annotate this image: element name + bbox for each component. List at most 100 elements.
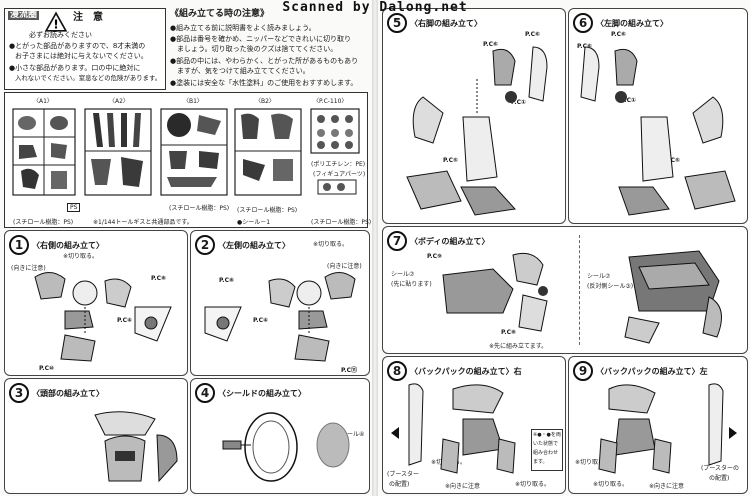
step-5-drawing [406,46,548,216]
step-7-number: 7 [387,231,407,251]
step-1-note-orient: (向きに注意) [11,265,46,272]
step-5-panel: 5 〈右脚の組み立て〉 P.C⑥ P.C⑥ P.C① P.C⑤ [382,8,566,224]
step-8-title: 〈バックパックの組み立て〉右 [410,366,522,376]
pc-material: (スチロール樹脂：PS) [311,219,372,226]
step-6-part-pc6a: P.C⑥ [611,31,627,38]
step-1-title: 〈右側の組み立て〉 [32,240,104,250]
caution-title: 注 意 [73,12,103,23]
runner-label-b1: 〈B1〉 [183,98,203,105]
step-3-title: 〈頭部の組み立て〉 [32,388,104,398]
step-8-header: 8 〈バックパックの組み立て〉右 [387,361,522,381]
left-arrow-icon [729,427,737,439]
runner-b2-drawing [234,108,302,196]
runner-label-b2: 〈B2〉 [255,98,275,105]
figure-parts-label: (フィギュアパーツ) [313,171,366,178]
step-7-header: 7 〈ボディの組み立て〉 [387,231,489,251]
right-page: 5 〈右脚の組み立て〉 P.C⑥ P.C⑥ P.C① P.C⑤ 6 〈左脚の組み… [378,0,750,496]
step-7-part-pc8: P.C⑧ [501,329,517,336]
runner-a2-drawing [84,108,152,196]
right-arrow-icon [391,427,399,439]
runner-label-pc110: 〈P.C-110〉 [313,98,348,105]
caution-stamp: 漫流圈 [8,10,40,20]
notes-line-2: ●部品は番号を確かめ、ニッパーなどできれいに切り取り [170,35,351,43]
seal-label: ●シール－1 [237,219,271,226]
step-4-panel: 4 〈シールドの組み立て〉 シール④ [190,378,370,494]
caution-line-2: お子さまには絶対に与えないでください。 [15,52,148,60]
figure-parts-drawing [317,179,357,195]
step-2-note-cut: ※切り取る。 [313,241,349,248]
step-3-number: 3 [9,383,29,403]
step-8-booster-label: (ブースター [387,471,420,478]
step-8-panel: 8 〈バックパックの組み立て〉右 (ブースター の配置) ※切り取る。 ※向きに… [382,356,566,494]
step-1-drawing [34,272,172,362]
step-8-callout-3: 組み合わせ [533,450,559,456]
step-8-booster-label-2: の配置) [389,481,410,488]
step-4-title: 〈シールドの組み立て〉 [218,388,306,398]
notes-line-4: ●部品の中には、やわらかく、とがった所があるものもあり [170,57,359,65]
step-8-orient: ※向きに注意 [445,483,481,490]
b1-material: (スチロール樹脂：PS) [169,205,230,212]
step-2-note-orient: (向きに注意) [327,263,362,270]
step-1-number: 1 [9,235,29,255]
step-1-part-pc4: P.C④ [117,317,133,324]
caution-line-1: ●とがった部品がありますので、8才未満の [9,42,146,50]
step-7-part-pc9: P.C⑨ [427,253,443,260]
runner-b1-drawing [160,108,228,196]
step-5-number: 5 [387,13,407,33]
step-5-header: 5 〈右脚の組み立て〉 [387,13,482,33]
b2-material: (スチロール樹脂：PS) [237,207,298,214]
step-2-part-pc8: P.C⑧ [219,277,235,284]
step-5-part-pc1: P.C① [511,99,527,106]
step-6-title: 〈左脚の組み立て〉 [596,18,668,28]
step-7-seal-b: シール⑦ [587,273,611,280]
step-8-callout-1: ※●・●を両 [533,432,561,438]
step-5-part-pc6a: P.C⑥ [483,41,499,48]
step-7-panel: 7 〈ボディの組み立て〉 P.C⑨ シール⑦ (先に貼ります) P.C⑧ ※先に… [382,226,748,354]
step-6-part-pc1: P.C① [621,97,637,104]
step-8-callout-4: ます。 [533,459,548,465]
step-7-title: 〈ボディの組み立て〉 [410,236,490,246]
step-4-drawing [222,412,350,482]
a2-material-note: ※1/144トールギスと共通部品です。 [93,219,193,226]
step-9-booster-label-2: の配置) [709,475,730,482]
step-8-callout: ※●・●を両 いた状態で 組み合わせ ます。 [531,429,563,471]
runner-label-a2: 〈A2〉 [109,98,129,105]
step-2-drawing [204,272,356,362]
page-gutter [372,0,378,496]
step-2-title: 〈左側の組み立て〉 [218,240,290,250]
step-9-drawing [598,383,724,474]
step-4-seal-label: シール④ [341,431,365,438]
step-9-title: 〈バックパックの組み立て〉左 [596,366,708,376]
step-2-part-pc11: P.C⑪ [341,367,357,374]
step-7-divider [579,235,581,345]
step-1-note-cut: ※切り取る。 [63,253,99,260]
a1-material: (スチロール樹脂：PS) [13,219,74,226]
notes-line-3: ましょう。切り取った後のクズは捨ててください。 [170,45,338,53]
step-4-header: 4 〈シールドの組み立て〉 [195,383,306,403]
step-9-cut-2: ※切り取る。 [593,481,629,488]
step-7-pre-assemble: ※先に組み立てます。 [489,343,548,350]
step-8-cut-2: ※切り取る。 [515,481,551,488]
warning-icon: ! [44,11,68,32]
step-1-header: 1 〈右側の組み立て〉 [9,235,104,255]
step-9-number: 9 [573,361,593,381]
notes-title: 《組み立てる時の注意》 [170,9,270,19]
step-2-header: 2 〈左側の組み立て〉 [195,235,290,255]
caution-box: 漫流圈 ! 注 意 必ずお読みください ●とがった部品がありますので、8才未満の… [4,8,166,90]
svg-text:!: ! [53,18,59,32]
step-7-drawing-left [442,252,548,332]
step-2-part-pc4: P.C④ [253,317,269,324]
step-2-number: 2 [195,235,215,255]
notes-line-5: ますが、気をつけて組み立ててください。 [170,67,310,75]
step-1-part-pc10: P.C⑩ [39,365,55,372]
step-1-panel: 1 〈右側の組み立て〉 ※切り取る。 (向きに注意) P.C⑧ P.C④ P.C… [4,230,188,376]
step-6-part-pc5: P.C⑤ [665,157,681,164]
step-7-seal-a-note: (先に貼ります) [391,281,432,288]
step-8-callout-2: いた状態で [533,441,559,447]
step-6-part-pc6b: P.C⑥ [577,43,593,50]
caution-line-4: 入れないでください。窒息などの危険があります。 [15,74,162,82]
step-1-part-pc8: P.C⑧ [151,275,167,282]
step-3-drawing [94,411,178,483]
step-9-cut-1: ※切り取る。 [575,459,611,466]
ps-tag: PS [67,203,81,212]
